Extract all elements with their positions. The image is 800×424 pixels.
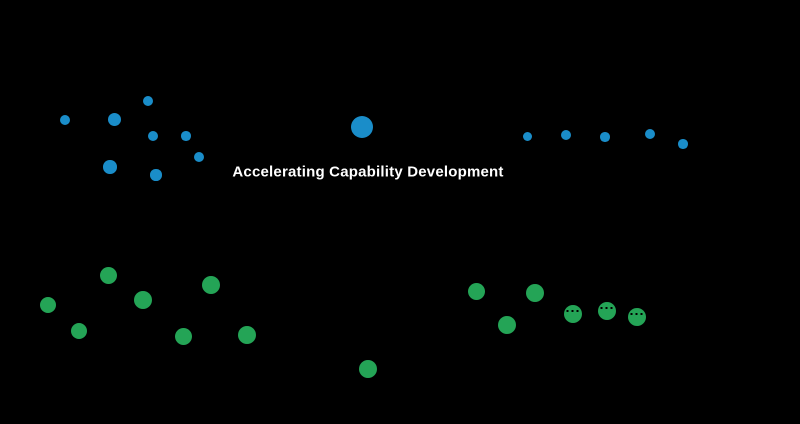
blue-row-top-right-dot (561, 130, 571, 140)
green-cluster-bottom-left-dot (71, 323, 87, 339)
slide-title: Accelerating Capability Development (232, 163, 504, 181)
green-row-dashed-top-dot (564, 305, 582, 323)
green-row-dashed-top-dot (598, 302, 616, 320)
green-cluster-bottom-left-dot (134, 291, 152, 309)
blue-cluster-top-left-dot (60, 115, 70, 125)
blue-cluster-top-left-dot (143, 96, 153, 106)
green-row-dashed-top-dot (628, 308, 646, 326)
green-cluster-bottom-left-dot (202, 276, 220, 294)
dashed-top-mark (600, 306, 614, 309)
dashed-top-mark (630, 312, 644, 315)
blue-cluster-top-left-dot (194, 152, 204, 162)
blue-cluster-top-left-dot (147, 130, 159, 142)
blue-cluster-top-left-dot (107, 112, 121, 126)
blue-row-top-right-dot (522, 131, 532, 141)
blue-cluster-top-left-dot (103, 160, 117, 174)
dashed-top-mark (566, 309, 580, 312)
green-cluster-bottom-left-dot (40, 297, 56, 313)
blue-cluster-top-left-dot (150, 169, 162, 181)
green-cluster-bottom-left-dot (174, 327, 192, 345)
blue-row-top-right-dot (678, 139, 688, 149)
green-cluster-bottom-right-dot (526, 284, 544, 302)
green-cluster-bottom-left-dot (359, 360, 377, 378)
green-cluster-bottom-left-dot (99, 266, 117, 284)
green-cluster-bottom-left-dot (238, 326, 256, 344)
green-cluster-bottom-right-dot (467, 282, 485, 300)
blue-dot-large-center-dot (351, 116, 373, 138)
blue-cluster-top-left-dot (181, 131, 191, 141)
blue-row-top-right-dot (645, 129, 655, 139)
green-cluster-bottom-right-dot (498, 316, 516, 334)
blue-row-top-right-dot (600, 132, 610, 142)
